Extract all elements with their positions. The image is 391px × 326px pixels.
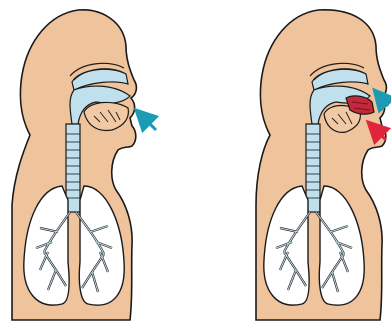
panel-left	[12, 10, 156, 320]
panel-right	[256, 10, 388, 320]
left-air-arrow	[138, 112, 156, 130]
